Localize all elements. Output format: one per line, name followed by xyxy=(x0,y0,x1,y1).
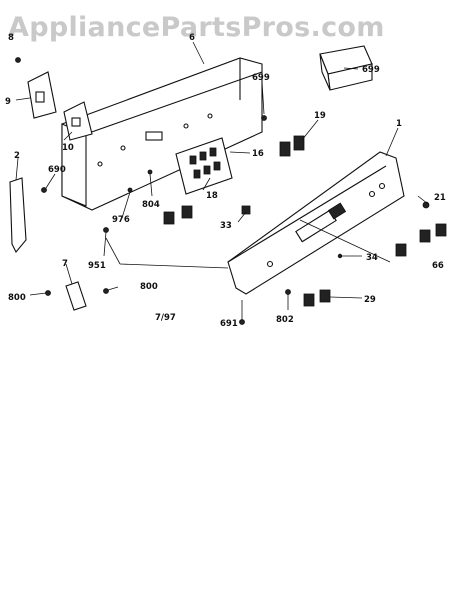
screw-icon xyxy=(103,288,109,294)
knob-part-left xyxy=(163,205,193,225)
screw-icon xyxy=(261,115,267,121)
callout-800-right: 800 xyxy=(140,282,158,292)
callout-10: 10 xyxy=(62,143,74,153)
knob-part-66 xyxy=(395,223,447,257)
screw-icon xyxy=(285,289,291,295)
callout-33: 33 xyxy=(220,221,232,231)
screw-icon xyxy=(239,319,245,325)
bracket-part-7 xyxy=(65,281,87,311)
callout-804: 804 xyxy=(142,200,160,210)
callout-18: 18 xyxy=(206,191,218,201)
control-board-part xyxy=(175,137,233,195)
rear-panel-part xyxy=(61,57,263,211)
callout-19: 19 xyxy=(314,111,326,121)
callout-2: 2 xyxy=(14,151,20,161)
screw-icon xyxy=(45,290,51,296)
callout-7: 7 xyxy=(62,259,68,269)
callout-691: 691 xyxy=(220,319,238,329)
screw-icon xyxy=(127,187,133,193)
date-code: 7/97 xyxy=(155,313,176,323)
callout-699: 699 xyxy=(252,73,270,83)
callout-8: 8 xyxy=(8,33,14,43)
callout-29: 29 xyxy=(364,295,376,305)
knob-part-29 xyxy=(303,289,331,307)
callout-951: 951 xyxy=(88,261,106,271)
end-cap-part-2 xyxy=(9,177,27,253)
watermark-text: AppliancePartsPros.com xyxy=(8,12,385,43)
callout-9: 9 xyxy=(5,97,11,107)
screw-icon xyxy=(147,169,153,175)
switch-part-19 xyxy=(279,135,305,157)
callout-21: 21 xyxy=(434,193,446,203)
callout-16: 16 xyxy=(252,149,264,159)
screw-icon xyxy=(41,187,47,193)
callout-66: 66 xyxy=(432,261,444,271)
knob-part-33 xyxy=(241,205,251,215)
callout-976: 976 xyxy=(112,215,130,225)
callout-802: 802 xyxy=(276,315,294,325)
callout-1: 1 xyxy=(396,119,402,129)
leader-lines xyxy=(15,41,429,320)
screw-icon xyxy=(15,57,21,63)
callout-699-box: 699 xyxy=(362,65,380,75)
callout-34: 34 xyxy=(366,253,378,263)
front-control-panel-part xyxy=(227,151,405,295)
callout-690: 690 xyxy=(48,165,66,175)
callout-800-left: 800 xyxy=(8,293,26,303)
box-part-699 xyxy=(319,45,373,91)
bracket-part-9 xyxy=(27,71,57,119)
screw-icon xyxy=(103,227,109,233)
bracket-part-10 xyxy=(63,101,93,141)
callout-6: 6 xyxy=(189,33,195,43)
